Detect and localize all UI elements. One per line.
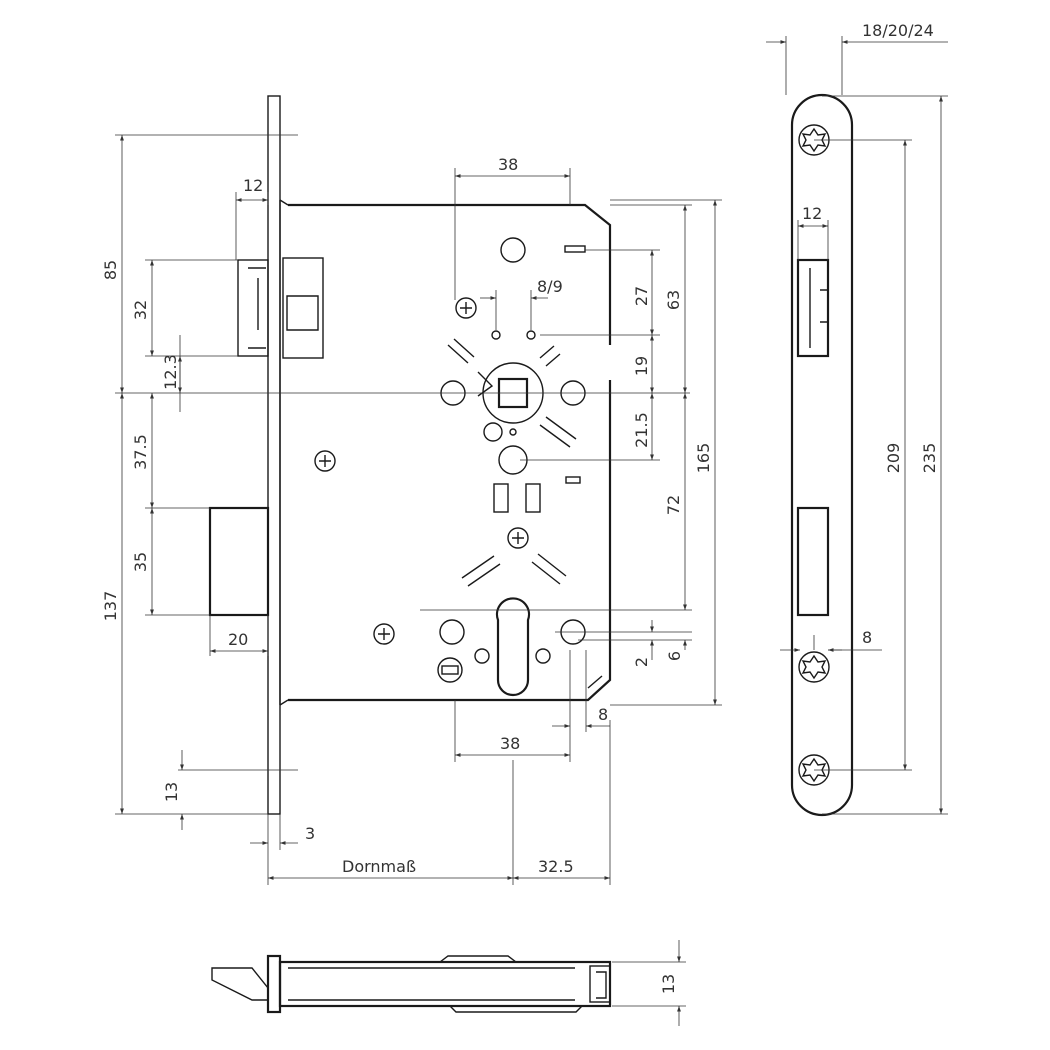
dim-137: 137 <box>101 591 120 622</box>
front-view: 12 85 32 12.3 37.5 35 137 20 <box>101 95 722 885</box>
dim-21-5: 21.5 <box>632 412 651 448</box>
dim-8-bottom: 8 <box>598 705 608 724</box>
dim-37-5: 37.5 <box>131 434 150 470</box>
dim-8-side: 8 <box>862 628 872 647</box>
latch-opening <box>796 258 830 358</box>
dim-63: 63 <box>664 290 683 310</box>
dim-32-5: 32.5 <box>538 857 574 876</box>
dim-35: 35 <box>131 552 150 572</box>
dim-12: 12 <box>243 176 263 195</box>
dim-165: 165 <box>694 443 713 474</box>
dim-32: 32 <box>131 300 150 320</box>
dim-38-top: 38 <box>498 155 518 174</box>
dim-13-bottom: 13 <box>659 974 678 994</box>
dim-18-20-24: 18/20/24 <box>862 21 934 40</box>
dim-12-3: 12.3 <box>161 354 180 390</box>
lock-case <box>288 203 612 702</box>
dim-209: 209 <box>884 443 903 474</box>
dim-38-bottom: 38 <box>500 734 520 753</box>
dim-19: 19 <box>632 356 651 376</box>
follower <box>440 237 586 587</box>
deadbolt <box>208 506 270 617</box>
dim-13-edge: 13 <box>162 782 181 802</box>
dim-235: 235 <box>920 443 939 474</box>
dim-27: 27 <box>632 286 651 306</box>
faceplate-bottom <box>266 954 282 1014</box>
dim-72: 72 <box>664 495 683 515</box>
dim-8-9: 8/9 <box>537 277 563 296</box>
side-view: 18/20/24 12 209 235 8 <box>766 21 948 817</box>
bottom-view: 13 <box>211 940 686 1026</box>
faceplate <box>267 95 281 815</box>
bolt-opening <box>796 506 830 617</box>
faceplate-side <box>790 93 854 817</box>
latch-bolt <box>237 257 324 359</box>
dim-12-side: 12 <box>802 204 822 223</box>
cylinder-cutout <box>437 597 603 697</box>
latch-tip <box>211 967 269 1001</box>
dim-dornmass: Dornmaß <box>342 857 416 876</box>
dim-85: 85 <box>101 260 120 280</box>
dim-20: 20 <box>228 630 248 649</box>
dim-3: 3 <box>305 824 315 843</box>
dim-2: 2 <box>632 657 651 667</box>
dim-6: 6 <box>665 651 684 661</box>
screw-middle <box>798 651 830 683</box>
